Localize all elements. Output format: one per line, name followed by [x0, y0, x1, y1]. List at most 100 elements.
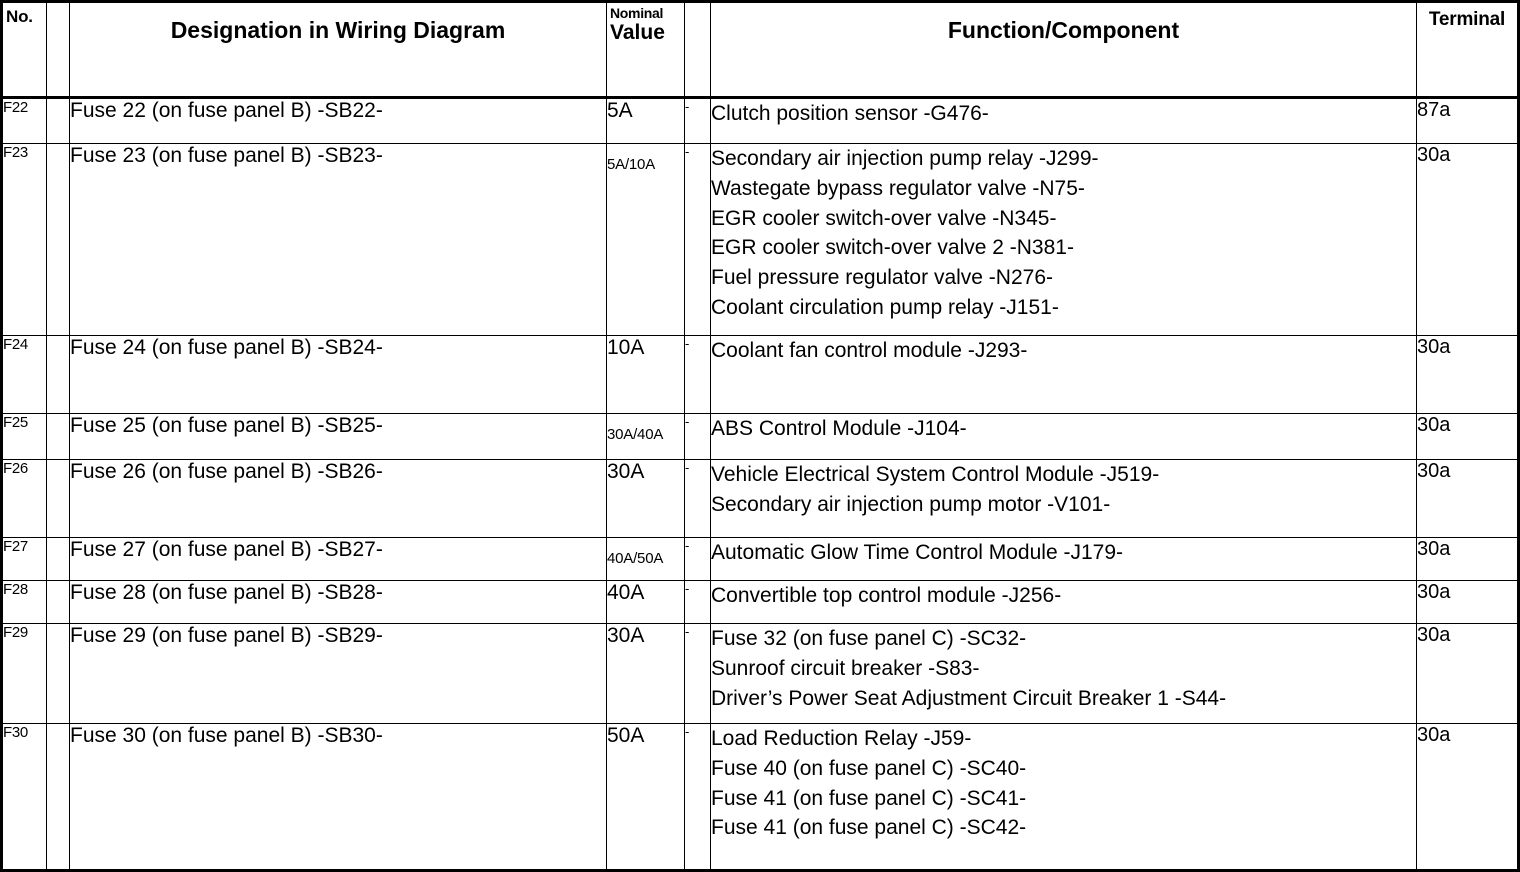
cell-spacer	[46, 143, 70, 336]
table-row: F27 Fuse 27 (on fuse panel B) -SB27-40A/5…	[1, 537, 1519, 581]
function-line: Coolant fan control module -J293-	[711, 339, 1028, 362]
cell-dash-marker: -	[684, 623, 711, 724]
cell-fuse-number: F22	[1, 97, 47, 144]
function-line: ABS Control Module -J104-	[711, 417, 967, 440]
function-line: Fuel pressure regulator valve -N276-	[711, 266, 1053, 290]
cell-fuse-number: F25	[1, 413, 47, 460]
cell-dash-marker: -	[684, 143, 711, 336]
function-line: Sunroof circuit breaker -S83-	[711, 656, 980, 680]
cell-nominal-value: 30A	[606, 459, 685, 538]
cell-function-component: Secondary air injection pump relay -J299…	[710, 143, 1417, 336]
cell-spacer	[46, 723, 70, 871]
cell-nominal-value: 50A	[606, 723, 685, 871]
cell-dash-marker: -	[684, 459, 711, 538]
cell-spacer	[46, 335, 70, 414]
cell-fuse-number: F30	[1, 723, 47, 871]
table-row: F30 Fuse 30 (on fuse panel B) -SB30-50A-L…	[1, 723, 1519, 871]
cell-fuse-number: F27	[1, 537, 47, 581]
cell-designation: Fuse 28 (on fuse panel B) -SB28-	[69, 580, 607, 624]
header-nominal-word: Nominal	[610, 5, 664, 21]
cell-designation: Fuse 25 (on fuse panel B) -SB25-	[69, 413, 607, 460]
cell-terminal: 30a	[1416, 623, 1519, 724]
function-line: Convertible top control module -J256-	[711, 584, 1062, 607]
cell-terminal: 30a	[1416, 537, 1519, 581]
header-spacer	[46, 1, 70, 99]
cell-terminal: 30a	[1416, 413, 1519, 460]
table-header-row: No. Designation in Wiring Diagram Nomina…	[1, 1, 1519, 99]
cell-designation: Fuse 24 (on fuse panel B) -SB24-	[69, 335, 607, 414]
cell-spacer	[46, 97, 70, 144]
cell-dash-marker: -	[684, 723, 711, 871]
cell-function-component: Fuse 32 (on fuse panel C) -SC32-Sunroof …	[710, 623, 1417, 724]
cell-dash-marker: -	[684, 335, 711, 414]
cell-fuse-number: F28	[1, 580, 47, 624]
function-line: Fuse 41 (on fuse panel C) -SC42-	[711, 816, 1027, 840]
function-line: Load Reduction Relay -J59-	[711, 727, 972, 750]
cell-function-component: Load Reduction Relay -J59- Fuse 40 (on fu…	[710, 723, 1417, 871]
cell-function-component: Convertible top control module -J256-	[710, 580, 1417, 624]
cell-spacer	[46, 623, 70, 724]
cell-terminal: 30a	[1416, 723, 1519, 871]
function-line: Vehicle Electrical System Control Module…	[711, 463, 1160, 486]
cell-nominal-value: 10A	[606, 335, 685, 414]
cell-nominal-value: 40A/50A	[606, 537, 685, 581]
cell-nominal-value: 5A	[606, 97, 685, 144]
table-row: F24 Fuse 24 (on fuse panel B) -SB24-10A-C…	[1, 335, 1519, 414]
cell-function-component: Clutch position sensor -G476-	[710, 97, 1417, 144]
function-line: Secondary air injection pump motor -V101…	[711, 492, 1111, 516]
header-value-word: Value	[610, 21, 665, 44]
cell-terminal: 87a	[1416, 97, 1519, 144]
cell-spacer	[46, 580, 70, 624]
header-function-component: Function/Component	[710, 1, 1417, 99]
cell-terminal: 30a	[1416, 143, 1519, 336]
cell-function-component: ABS Control Module -J104-	[710, 413, 1417, 460]
table-row: F23 Fuse 23 (on fuse panel B) -SB23-5A/10…	[1, 143, 1519, 336]
cell-nominal-value: 5A/10A	[606, 143, 685, 336]
cell-designation: Fuse 22 (on fuse panel B) -SB22-	[69, 97, 607, 144]
cell-nominal-value: 30A	[606, 623, 685, 724]
cell-function-component: Vehicle Electrical System Control Module…	[710, 459, 1417, 538]
function-line: Clutch position sensor -G476-	[711, 102, 989, 125]
function-line: EGR cooler switch-over valve 2 -N381-	[711, 236, 1074, 260]
cell-designation: Fuse 27 (on fuse panel B) -SB27-	[69, 537, 607, 581]
header-no: No.	[1, 1, 47, 99]
function-line: Wastegate bypass regulator valve -N75-	[711, 176, 1085, 200]
table-row: F28 Fuse 28 (on fuse panel B) -SB28-40A-C…	[1, 580, 1519, 624]
header-dash-spacer	[684, 1, 711, 99]
cell-fuse-number: F29	[1, 623, 47, 724]
cell-spacer	[46, 537, 70, 581]
table-row: F26 Fuse 26 (on fuse panel B) -SB26-30A-V…	[1, 459, 1519, 538]
cell-designation: Fuse 26 (on fuse panel B) -SB26-	[69, 459, 607, 538]
function-line: Secondary air injection pump relay -J299…	[711, 147, 1099, 170]
header-terminal: Terminal	[1416, 1, 1519, 99]
function-line: Coolant circulation pump relay -J151-	[711, 296, 1059, 320]
cell-designation: Fuse 30 (on fuse panel B) -SB30-	[69, 723, 607, 871]
cell-designation: Fuse 23 (on fuse panel B) -SB23-	[69, 143, 607, 336]
cell-function-component: Coolant fan control module -J293-	[710, 335, 1417, 414]
cell-spacer	[46, 459, 70, 538]
cell-dash-marker: -	[684, 413, 711, 460]
cell-designation: Fuse 29 (on fuse panel B) -SB29-	[69, 623, 607, 724]
cell-function-component: Automatic Glow Time Control Module -J179…	[710, 537, 1417, 581]
cell-terminal: 30a	[1416, 335, 1519, 414]
cell-dash-marker: -	[684, 580, 711, 624]
cell-nominal-value: 40A	[606, 580, 685, 624]
function-line: Fuse 41 (on fuse panel C) -SC41-	[711, 786, 1027, 810]
cell-terminal: 30a	[1416, 580, 1519, 624]
cell-dash-marker: -	[684, 97, 711, 144]
cell-terminal: 30a	[1416, 459, 1519, 538]
function-line: Fuse 40 (on fuse panel C) -SC40-	[711, 756, 1027, 780]
function-line: Driver’s Power Seat Adjustment Circuit B…	[711, 686, 1227, 710]
cell-fuse-number: F24	[1, 335, 47, 414]
cell-dash-marker: -	[684, 537, 711, 581]
header-nominal-value: Nominal Value	[606, 1, 685, 99]
header-designation: Designation in Wiring Diagram	[69, 1, 607, 99]
table-row: F29 Fuse 29 (on fuse panel B) -SB29-30A-F…	[1, 623, 1519, 724]
cell-fuse-number: F26	[1, 459, 47, 538]
cell-fuse-number: F23	[1, 143, 47, 336]
cell-spacer	[46, 413, 70, 460]
table-row: F22 Fuse 22 (on fuse panel B) -SB22-5A-Cl…	[1, 97, 1519, 144]
function-line: Automatic Glow Time Control Module -J179…	[711, 541, 1123, 564]
